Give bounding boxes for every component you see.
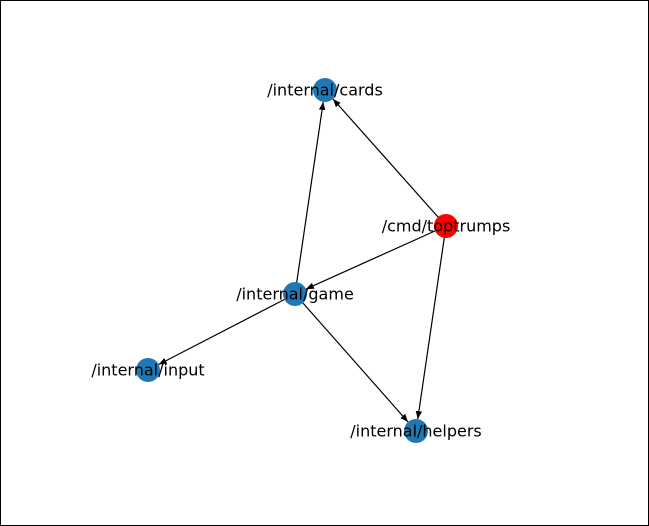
node-label-helpers: /internal/helpers [350,422,482,441]
edge-toptrumps-to-cards [332,98,447,227]
labels-layer: /internal/cards/cmd/toptrumps/internal/g… [91,81,510,441]
node-game [283,282,307,306]
node-label-toptrumps: /cmd/toptrumps [382,217,511,236]
edge-game-to-input [158,293,296,366]
nodes-layer [136,78,458,443]
edges-layer [158,98,447,423]
node-label-cards: /internal/cards [267,81,383,100]
node-input [136,358,160,382]
node-toptrumps [434,214,458,238]
edge-game-to-helpers [294,293,409,423]
node-label-game: /internal/game [236,285,354,304]
node-cards [313,78,337,102]
edge-toptrumps-to-helpers [415,225,447,420]
node-helpers [404,419,428,443]
edge-game-to-cards [294,101,326,295]
edge-toptrumps-to-game [305,225,447,290]
node-label-input: /internal/input [91,361,204,380]
